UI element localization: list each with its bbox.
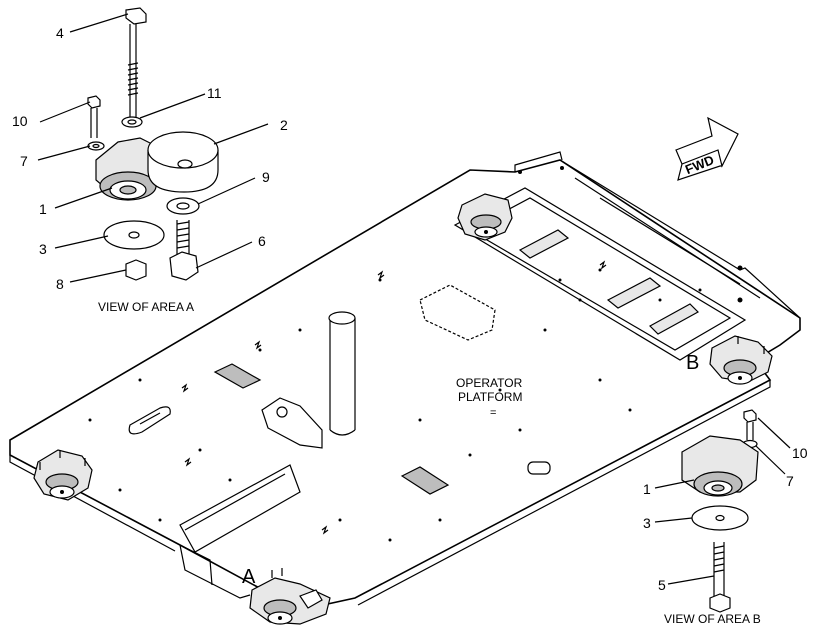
callout-b-3: 3 [643, 515, 651, 531]
area-a-marker: A [242, 566, 256, 588]
platform-label-line1: OPERATOR [456, 376, 523, 390]
callout-a-11: 11 [207, 85, 222, 101]
view-area-b-caption: VIEW OF AREA B [664, 612, 761, 626]
view-area-b-exploded [654, 409, 791, 613]
operator-platform [9, 151, 801, 611]
callout-a-2: 2 [280, 117, 288, 133]
mount-area-b [709, 335, 773, 385]
callout-b-1: 1 [643, 481, 651, 497]
callout-b-10: 10 [792, 445, 808, 461]
callout-a-3: 3 [39, 241, 47, 257]
callout-b-5: 5 [658, 577, 666, 593]
view-area-a-caption: VIEW OF AREA A [98, 300, 194, 314]
platform-label-line2: PLATFORM [458, 390, 522, 404]
platform-label-mark: = [490, 407, 496, 419]
area-b-marker: B [686, 352, 699, 374]
callout-a-10: 10 [12, 113, 28, 129]
mount-top [457, 193, 513, 241]
callout-b-7: 7 [786, 473, 794, 489]
mount-area-a [249, 568, 331, 625]
callout-a-9: 9 [262, 169, 270, 185]
mount-left [33, 449, 93, 501]
callout-a-1: 1 [39, 201, 47, 217]
view-area-a-exploded [37, 7, 269, 283]
callout-a-6: 6 [258, 233, 266, 249]
callout-a-4: 4 [56, 25, 64, 41]
callout-a-8: 8 [56, 276, 64, 292]
fwd-arrow: FWD [675, 116, 739, 181]
callout-a-7: 7 [20, 153, 28, 169]
